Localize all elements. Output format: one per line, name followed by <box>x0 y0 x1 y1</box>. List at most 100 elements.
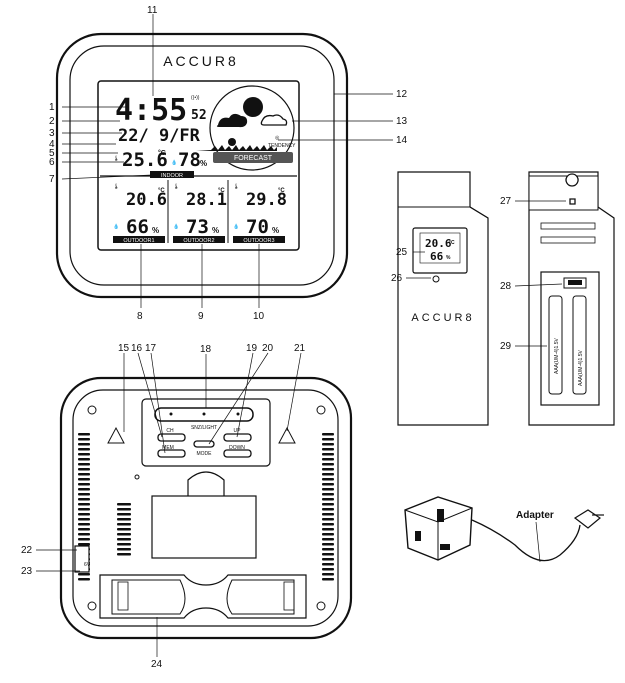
vent-slat <box>78 518 90 521</box>
outdoor-humidity: 66 <box>126 216 149 238</box>
battery-contact <box>283 581 295 611</box>
sensor-brand-logo: ACCUR8 <box>411 312 474 324</box>
indoor-label-bar <box>150 171 194 178</box>
vent-slat <box>117 518 131 521</box>
down-button[interactable] <box>223 449 252 458</box>
vent-slat <box>322 513 334 516</box>
vent-slat <box>78 573 90 576</box>
ch-button[interactable] <box>157 433 186 442</box>
remote-sensor-front: 20.6 °C 66 % ACCUR8 <box>397 171 489 426</box>
callout-8: 8 <box>137 311 143 322</box>
vent-slat <box>78 528 90 531</box>
vent-slat <box>322 558 334 561</box>
indoor-hum-unit: % <box>200 159 207 168</box>
sensor-temp-unit: °C <box>449 240 455 246</box>
vent-slat <box>78 498 90 501</box>
screw-icon <box>316 405 326 415</box>
vent-slat <box>322 548 334 551</box>
vent-slat <box>322 553 334 556</box>
vent-slat <box>117 548 131 551</box>
vent-slat <box>117 528 131 531</box>
vent-slat <box>322 463 334 466</box>
vent-slat <box>322 483 334 486</box>
vent-slat <box>322 488 334 491</box>
battery-contact <box>117 581 129 611</box>
callout-19: 19 <box>246 343 258 354</box>
battery-slot-left <box>111 579 186 615</box>
callout-numbers: 1 2 3 4 5 6 7 8 9 10 11 12 13 14 15 16 1… <box>21 5 512 670</box>
vent-slat <box>322 523 334 526</box>
vent-slat <box>78 438 90 441</box>
mem-button[interactable] <box>157 449 186 458</box>
date-display: 22/ 9/FR <box>118 126 201 146</box>
vent-slat <box>78 443 90 446</box>
adapter-prong <box>415 531 421 541</box>
outdoor-label: OUTDOOR1 <box>123 238 154 244</box>
vent-slat <box>322 453 334 456</box>
vent-slat <box>322 493 334 496</box>
outdoor-label-bar <box>233 236 285 243</box>
snz-dot <box>202 412 206 416</box>
callout-15: 15 <box>118 343 130 354</box>
sensor-lcd-inner <box>419 232 461 264</box>
tendency-label: TENDENCY <box>268 143 296 149</box>
vent-slat <box>78 543 90 546</box>
adapter-jack[interactable] <box>74 545 90 573</box>
grass-strip <box>196 145 277 151</box>
vent-slat <box>322 443 334 446</box>
callout-3: 3 <box>49 128 55 139</box>
callout-9: 9 <box>198 311 204 322</box>
snz-light-label: SNZ/LIGHT <box>191 425 217 431</box>
vent-slat <box>78 483 90 486</box>
main-unit-front: ACCUR8 4:55 52 ((•)) 22/ 9/FR 🌡 25.6 °C … <box>55 32 349 299</box>
up-label: UP <box>234 428 242 434</box>
forecast-label: FORECAST <box>234 155 273 162</box>
callout-6: 6 <box>49 157 55 168</box>
vent-slat <box>117 523 131 526</box>
callout-26: 26 <box>391 273 403 284</box>
callout-10: 10 <box>253 311 265 322</box>
down-label: DOWN <box>229 445 245 451</box>
reset-hole <box>134 474 140 480</box>
callout-1: 1 <box>49 102 55 113</box>
vent-slat <box>322 578 334 581</box>
callout-27: 27 <box>500 196 512 207</box>
mode-button[interactable] <box>193 440 215 448</box>
outdoor-channel: 🌡28.1°C💧73%OUTDOOR2 <box>167 180 227 244</box>
vent-slat <box>78 538 90 541</box>
humidity-drop-icon: 💧 <box>173 223 179 230</box>
callout-29: 29 <box>500 341 512 352</box>
vent-grille-right <box>322 433 334 581</box>
indoor-humidity: 78 <box>178 149 201 171</box>
vent-slat <box>78 453 90 456</box>
outdoor-temp-unit: °C <box>218 188 225 194</box>
vent-slat <box>322 468 334 471</box>
adapter-prong <box>437 509 444 522</box>
vent-slat <box>78 463 90 466</box>
vent-slat <box>322 528 334 531</box>
vent-slat <box>322 503 334 506</box>
rcc-signal-icon: ((•)) <box>191 95 200 101</box>
callout-16: 16 <box>131 343 143 354</box>
sensor-battery-2 <box>572 295 587 395</box>
vent-slat <box>78 503 90 506</box>
callout-11: 11 <box>147 5 158 16</box>
vent-slat <box>117 513 131 516</box>
adapter-label: Adapter <box>516 510 554 521</box>
sensor-battery-1 <box>548 295 563 395</box>
vent-slat <box>78 433 90 436</box>
vent-slat <box>78 488 90 491</box>
wall-hanging-hole <box>565 173 579 205</box>
callout-5: 5 <box>49 148 55 159</box>
vent-slat <box>322 433 334 436</box>
callout-25: 25 <box>396 247 408 258</box>
vent-slat <box>322 458 334 461</box>
callout-13: 13 <box>396 116 408 127</box>
sensor-front-cap <box>398 206 489 219</box>
dc-plug-connector <box>573 509 602 529</box>
stand-hinge <box>187 471 225 497</box>
power-adapter: Adapter <box>404 496 604 563</box>
vent-slat <box>117 503 131 506</box>
outdoor-label-bar <box>173 236 225 243</box>
